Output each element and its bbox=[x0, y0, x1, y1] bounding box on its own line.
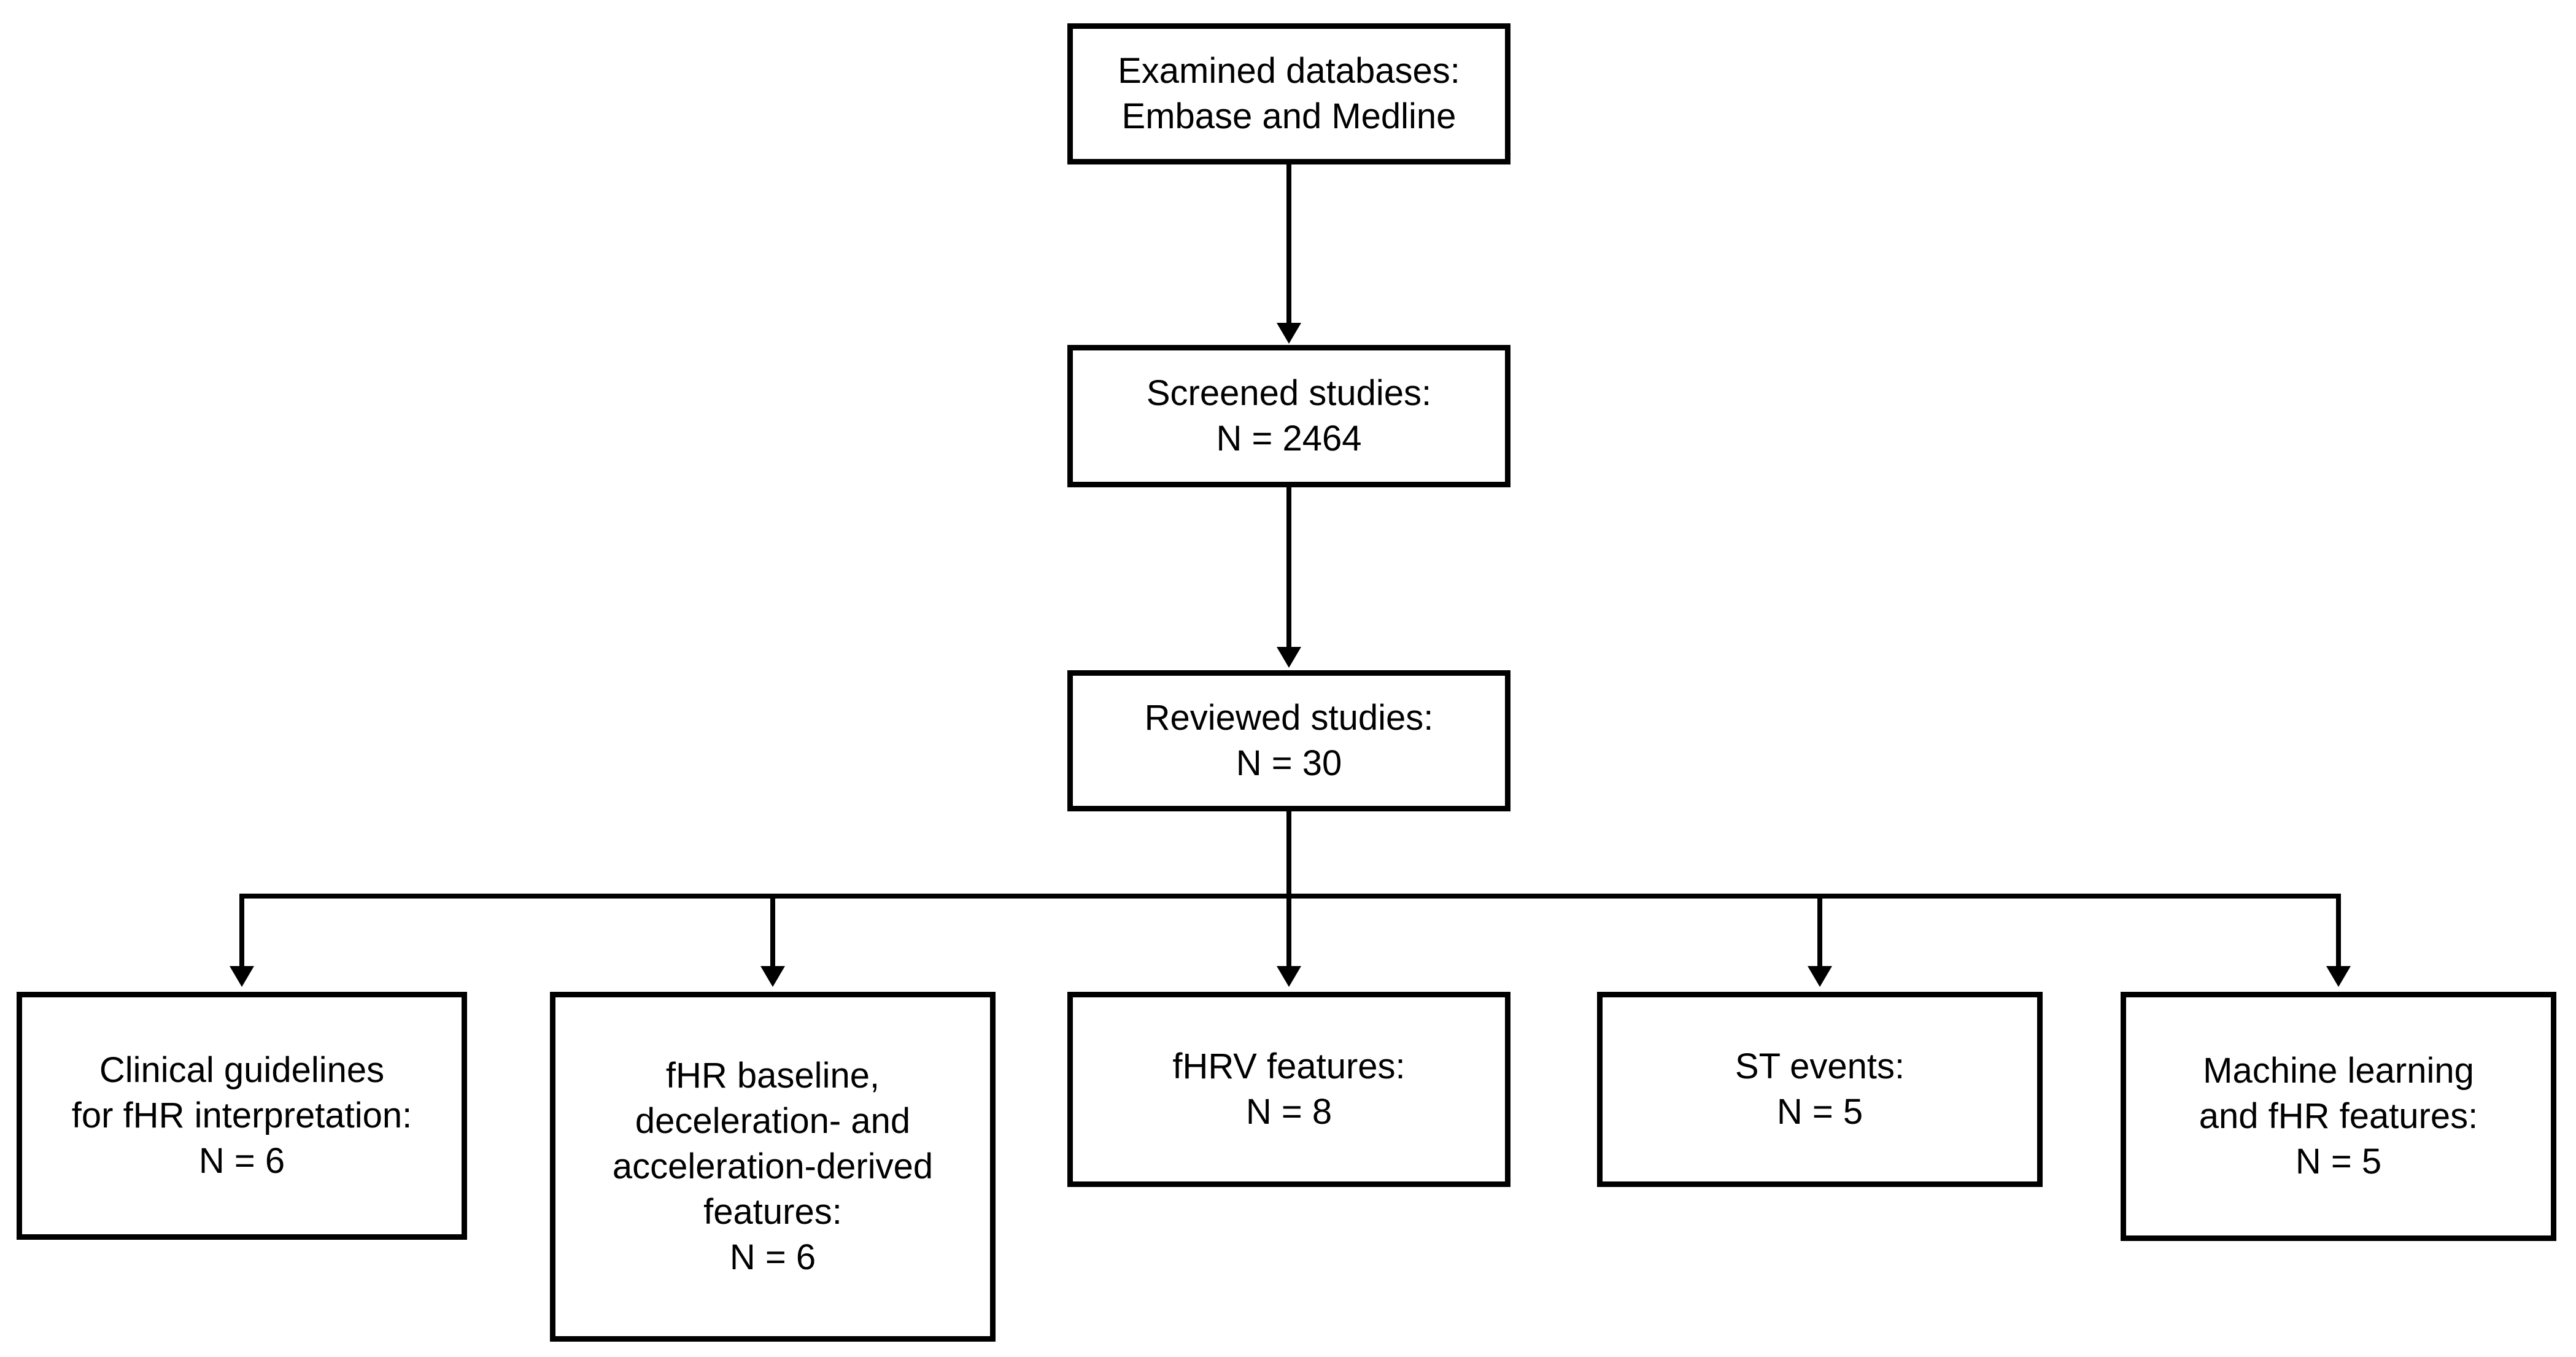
node-text-line: N = 2464 bbox=[1216, 419, 1362, 458]
arrowhead-down-icon bbox=[1277, 647, 1301, 668]
node-clinical-guidelines: Clinical guidelines for fHR interpretati… bbox=[17, 992, 467, 1240]
node-text-line: N = 8 bbox=[1245, 1092, 1332, 1132]
node-screened-studies: Screened studies: N = 2464 bbox=[1067, 345, 1510, 487]
node-fhrv-features: fHRV features: N = 8 bbox=[1067, 992, 1510, 1187]
connector-screened-to-reviewed bbox=[1286, 487, 1291, 651]
connector-branch-to-fhrv-features bbox=[1286, 899, 1291, 968]
connector-branch-to-fhr-baseline bbox=[770, 899, 775, 968]
node-text-line: Clinical guidelines bbox=[99, 1050, 385, 1090]
node-text-line: fHR baseline, bbox=[665, 1056, 880, 1096]
arrowhead-down-icon bbox=[2326, 966, 2351, 987]
arrowhead-down-icon bbox=[230, 966, 254, 987]
node-text-line: Embase and Medline bbox=[1121, 96, 1456, 136]
node-text-line: N = 6 bbox=[198, 1141, 285, 1181]
node-text-line: Reviewed studies: bbox=[1144, 698, 1434, 738]
node-machine-learning-fhr: Machine learning and fHR features: N = 5 bbox=[2121, 992, 2556, 1241]
connector-examined-to-screened bbox=[1286, 164, 1291, 325]
arrowhead-down-icon bbox=[1277, 323, 1301, 344]
node-examined-databases: Examined databases: Embase and Medline bbox=[1067, 23, 1510, 164]
node-text-line: deceleration- and bbox=[635, 1101, 911, 1141]
node-text-line: for fHR interpretation: bbox=[71, 1096, 412, 1135]
connector-branch-to-clinical-guidelines bbox=[239, 899, 244, 968]
node-text-line: N = 5 bbox=[1776, 1092, 1863, 1132]
connector-branch-to-machine-learning bbox=[2336, 899, 2341, 968]
node-text-line: fHRV features: bbox=[1172, 1046, 1406, 1086]
node-text-line: N = 30 bbox=[1236, 743, 1342, 783]
arrowhead-down-icon bbox=[1277, 966, 1301, 987]
node-fhr-baseline-features: fHR baseline, deceleration- and accelera… bbox=[550, 992, 996, 1342]
node-text-line: N = 5 bbox=[2295, 1142, 2382, 1181]
connector-branch-to-st-events bbox=[1817, 899, 1822, 968]
node-text-line: features: bbox=[703, 1192, 842, 1232]
arrowhead-down-icon bbox=[1808, 966, 1832, 987]
arrowhead-down-icon bbox=[760, 966, 785, 987]
node-reviewed-studies: Reviewed studies: N = 30 bbox=[1067, 670, 1510, 811]
node-text-line: acceleration-derived bbox=[612, 1146, 934, 1186]
node-st-events: ST events: N = 5 bbox=[1597, 992, 2043, 1187]
node-text-line: Machine learning bbox=[2203, 1051, 2474, 1091]
node-text-line: N = 6 bbox=[729, 1237, 816, 1277]
node-text-line: Screened studies: bbox=[1146, 373, 1432, 413]
node-text-line: ST events: bbox=[1735, 1046, 1905, 1086]
connector-branch-rail bbox=[239, 894, 2341, 899]
node-text-line: Examined databases: bbox=[1118, 51, 1460, 91]
node-text-line: and fHR features: bbox=[2199, 1096, 2478, 1136]
connector-reviewed-stem bbox=[1286, 811, 1291, 897]
